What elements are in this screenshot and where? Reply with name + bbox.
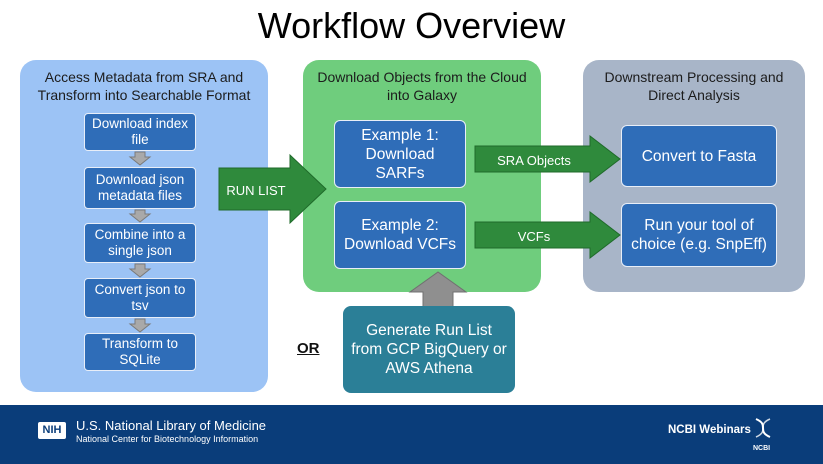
nlm-name: U.S. National Library of Medicine (76, 418, 267, 433)
run-list-label: RUN LIST (226, 182, 286, 198)
arrows-layer (128, 134, 621, 333)
vcfs-arrow (474, 210, 621, 260)
or-label: OR (297, 340, 320, 357)
sra-objects-label: SRA Objects (497, 152, 571, 168)
example1-box: Example 1: Download SARFs (334, 120, 466, 188)
run-tool-box: Run your tool of choice (e.g. SnpEff) (621, 203, 777, 267)
generate-run-list-box: Generate Run List from GCP BigQuery or A… (343, 306, 515, 393)
ncbi-full-name: National Center for Biotechnology Inform… (76, 434, 259, 444)
panel-header-access-metadata: Access Metadata from SRA and Transform i… (37, 69, 251, 103)
down-arrow-icon (128, 151, 152, 166)
convert-fasta-box: Convert to Fasta (621, 125, 777, 187)
step-download-json: Download json metadata files (84, 167, 196, 209)
step-transform-sqlite: Transform to SQLite (84, 333, 196, 371)
sra-objects-arrow (474, 134, 621, 184)
panel-header-download-objects: Download Objects from the Cloud into Gal… (317, 69, 527, 103)
down-arrow-icon (128, 209, 152, 223)
example2-box: Example 2: Download VCFs (334, 201, 466, 269)
down-arrow-icon (128, 318, 152, 333)
step-combine-json: Combine into a single json (84, 223, 196, 263)
footer-bar (0, 405, 823, 464)
step-convert-tsv: Convert json to tsv (84, 278, 196, 318)
step-download-index: Download index file (84, 113, 196, 151)
down-arrow-icon (128, 263, 152, 278)
ncbi-webinars-label: NCBI Webinars (668, 424, 751, 436)
ncbi-logo-text: NCBI (753, 445, 771, 452)
panel-header-downstream: Downstream Processing and Direct Analysi… (604, 69, 784, 103)
nih-logo: NIH (38, 422, 66, 439)
slide-title: Workflow Overview (257, 5, 566, 46)
run-list-arrow (218, 153, 327, 225)
ncbi-helix-icon (755, 418, 771, 438)
vcfs-label: VCFs (517, 228, 551, 244)
